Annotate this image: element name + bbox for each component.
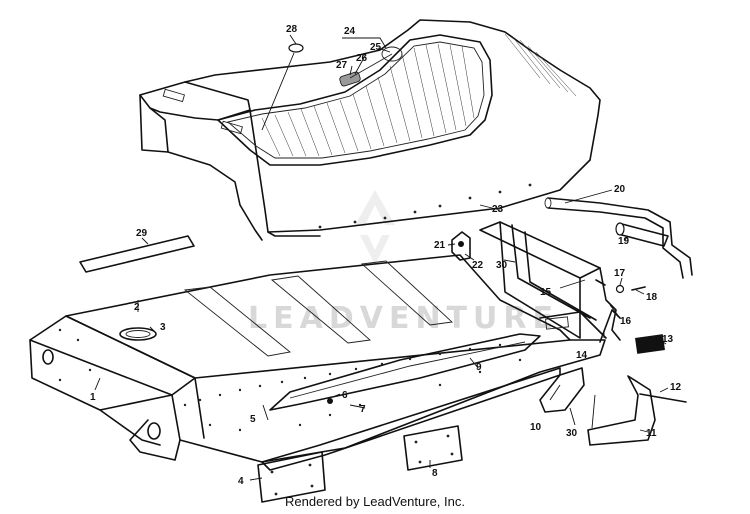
seat-badge-rear	[162, 88, 185, 103]
snow-flap-10	[539, 367, 585, 413]
seat-assembly	[139, 19, 601, 241]
mounting-plate-8	[403, 425, 463, 471]
reflector-13	[635, 334, 665, 354]
callout-23: 23	[492, 204, 504, 215]
mounting-plate-4	[257, 451, 326, 503]
callout-18: 18	[646, 292, 658, 303]
deck-groove	[270, 275, 372, 344]
fuel-cap-opening	[119, 327, 157, 341]
callout-10: 10	[530, 422, 542, 433]
callout-11: 11	[646, 428, 657, 439]
heat-shield-pad	[79, 235, 195, 273]
credit-line: Rendered by LeadVenture, Inc.	[285, 494, 465, 509]
callout-21: 21	[434, 240, 446, 251]
tether-clip	[451, 231, 471, 261]
callout-13: 13	[662, 334, 674, 345]
callout-24: 24	[344, 26, 356, 37]
nose-hole	[42, 349, 54, 365]
callout-27: 27	[336, 60, 348, 71]
seat-strap-buckle	[381, 46, 403, 62]
washer	[615, 284, 625, 294]
callout-4: 4	[238, 476, 244, 487]
tunnel-rivets	[58, 328, 522, 432]
deck-groove	[183, 286, 292, 357]
tunnel-body	[29, 254, 607, 471]
callout-9: 9	[476, 362, 482, 373]
callout-20: 20	[614, 184, 626, 195]
callout-28: 28	[286, 24, 298, 35]
callout-1: 1	[90, 392, 96, 403]
rear-bracket-assembly	[479, 221, 646, 341]
watermark-text: LEADVENTURE	[248, 301, 559, 336]
callout-25: 25	[370, 42, 382, 53]
callout-22: 22	[472, 260, 484, 271]
rivet-6	[327, 398, 333, 404]
callout-3: 3	[160, 322, 166, 333]
seat-badge-side	[220, 120, 243, 135]
callout-labels: 28 24 25 26 27 20 19 23 21 22 30 15 17 1…	[90, 24, 682, 487]
callout-12: 12	[670, 382, 682, 393]
screw-12	[639, 393, 687, 403]
callout-7: 7	[360, 404, 366, 415]
callout-6: 6	[342, 390, 348, 401]
watermark-logo	[355, 190, 395, 265]
callout-19: 19	[618, 236, 630, 247]
callout-16: 16	[620, 316, 632, 327]
seat-rivets	[318, 183, 532, 229]
callout-15: 15	[540, 287, 552, 298]
callout-30-lower: 30	[566, 428, 578, 439]
seat-grommet	[288, 43, 304, 53]
nose-hole	[147, 422, 161, 440]
callout-29: 29	[136, 228, 148, 239]
callout-5: 5	[250, 414, 256, 425]
callout-2: 2	[134, 302, 140, 313]
callout-14: 14	[576, 350, 588, 361]
seat-front-shading	[504, 33, 577, 97]
screw	[631, 286, 646, 291]
grab-handle	[544, 197, 693, 279]
callout-8: 8	[432, 468, 438, 479]
handle-bolt	[615, 222, 669, 247]
deck-groove	[360, 260, 454, 326]
callout-17: 17	[614, 268, 626, 279]
seat-cushion-hatching	[261, 43, 475, 157]
mud-flap-11	[587, 375, 656, 446]
callout-26: 26	[356, 53, 368, 64]
callout-30-upper: 30	[496, 260, 508, 271]
leader-lines	[94, 34, 669, 481]
